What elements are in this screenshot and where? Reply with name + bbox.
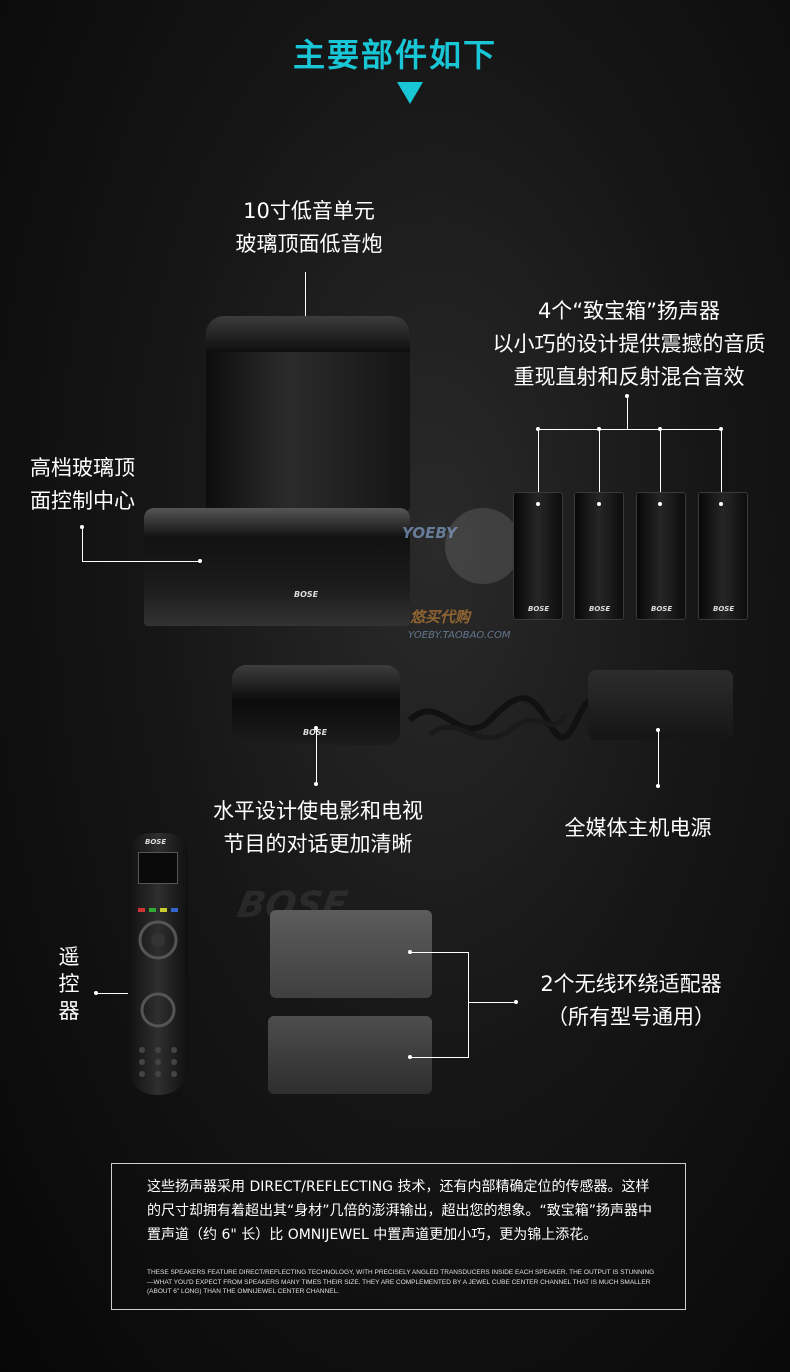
remote-caption-char: 控 (58, 972, 80, 996)
jewel-cube-caption-line: 4个“致宝箱”扬声器 (537, 299, 721, 323)
subwoofer-leader-line (305, 272, 306, 322)
wireless-adapter-image (268, 1016, 432, 1094)
power-supply-leader-dot (656, 784, 660, 788)
watermark-text: 悠买代购 (410, 608, 471, 626)
subwoofer-caption-line: 10寸低音单元 (243, 199, 375, 223)
jewel-cube-leader-line (538, 429, 539, 504)
wireless-adapter-caption-line: （所有型号通用） (547, 1005, 715, 1029)
jewel-cube-speaker-image (513, 492, 563, 620)
remote-caption-char: 器 (58, 999, 80, 1023)
jewel-cube-leader-dot (719, 502, 723, 506)
jewel-cube-brand-logo: BOSE (651, 605, 673, 613)
console-brand-logo: BOSE (294, 590, 319, 599)
jewel-cube-caption: 4个“致宝箱”扬声器 以小巧的设计提供震撼的音质 重现直射和反射混合音效 (455, 295, 790, 394)
center-speaker-caption-line: 节目的对话更加清晰 (223, 832, 413, 856)
watermark-emblem (445, 508, 521, 584)
wireless-adapter-caption-line: 2个无线环绕适配器 (540, 972, 722, 996)
jewel-cube-leader-dot (536, 427, 540, 431)
jewel-cube-leader-dot (658, 502, 662, 506)
jewel-cube-caption-line: 以小巧的设计提供震撼的音质 (492, 332, 766, 356)
console-leader-dot (80, 525, 84, 529)
subwoofer-image (206, 352, 410, 512)
control-console-image (144, 508, 410, 626)
center-speaker-caption: 水平设计使电影和电视 节目的对话更加清晰 (180, 795, 456, 861)
adapter-leader-line (410, 1057, 468, 1058)
center-speaker-leader-dot (314, 726, 318, 730)
power-cable-image (407, 695, 593, 741)
wireless-adapter-image (270, 910, 432, 998)
jewel-cube-brand-logo: BOSE (589, 605, 611, 613)
power-supply-caption: 全媒体主机电源 (564, 816, 712, 840)
jewel-cube-speaker-image (698, 492, 748, 620)
jewel-cube-leader-line (627, 396, 628, 429)
console-leader-line (82, 527, 83, 561)
jewel-cube-brand-logo: BOSE (713, 605, 735, 613)
power-supply-leader-dot (656, 728, 660, 732)
jewel-cube-leader-dot (658, 427, 662, 431)
center-speaker-leader-dot (314, 782, 318, 786)
remote-leader-line (96, 993, 156, 994)
power-supply-leader-line (658, 730, 659, 786)
remote-brand-logo: BOSE (145, 838, 167, 846)
subwoofer-glass-top (206, 316, 410, 356)
jewel-cube-leader-dot (625, 394, 629, 398)
jewel-cube-leader-line (660, 429, 661, 504)
adapter-leader-line (410, 952, 468, 953)
subwoofer-caption: 10寸低音单元 玻璃顶面低音炮 (214, 195, 404, 261)
jewel-cube-leader-line (599, 429, 600, 504)
center-speaker-leader-line (316, 728, 317, 784)
remote-caption: 遥 控 器 (56, 944, 82, 1025)
adapter-leader-dot (514, 1000, 518, 1004)
remote-control-screen (138, 852, 178, 884)
console-caption: 高档玻璃顶 面控制中心 (30, 452, 160, 518)
watermark-text: YOEBY (402, 524, 457, 542)
jewel-cube-leader-dot (719, 427, 723, 431)
watermark-url: YOEBY.TAOBAO.COM (408, 630, 511, 641)
jewel-cube-speaker-image (636, 492, 686, 620)
adapter-leader-line (468, 952, 469, 1058)
description-box (111, 1163, 686, 1310)
heading-down-arrow-icon (397, 82, 423, 104)
section-heading: 主要部件如下 (292, 36, 497, 74)
wireless-adapter-caption: 2个无线环绕适配器 （所有型号通用） (520, 968, 742, 1034)
jewel-cube-speaker-image (574, 492, 624, 620)
adapter-leader-line (468, 1002, 516, 1003)
adapter-leader-dot (408, 950, 412, 954)
center-speaker-caption-line: 水平设计使电影和电视 (213, 799, 423, 823)
console-leader-dot (198, 559, 202, 563)
remote-caption-char: 遥 (58, 945, 80, 969)
jewel-cube-leader-dot (597, 427, 601, 431)
jewel-cube-leader-dot (536, 502, 540, 506)
jewel-cube-leader-line (721, 429, 722, 504)
console-caption-line: 高档玻璃顶 (30, 456, 135, 480)
center-speaker-brand-logo: BOSE (303, 728, 327, 737)
remote-buttons-image (138, 908, 178, 1077)
subwoofer-caption-line: 玻璃顶面低音炮 (235, 232, 383, 256)
jewel-cube-leader-dot (597, 502, 601, 506)
power-supply-image (588, 670, 733, 740)
description-english: THESE SPEAKERS FEATURE DIRECT/REFLECTING… (147, 1269, 655, 1295)
description-chinese: 这些扬声器采用 DIRECT/REFLECTING 技术，还有内部精确定位的传感… (147, 1179, 653, 1243)
jewel-cube-caption-line: 重现直射和反射混合音效 (513, 365, 745, 389)
adapter-leader-dot (408, 1055, 412, 1059)
remote-leader-dot (94, 991, 98, 995)
console-caption-line: 面控制中心 (30, 489, 135, 513)
jewel-cube-brand-logo: BOSE (528, 605, 550, 613)
console-leader-line (82, 561, 200, 562)
jewel-cube-leader-line (538, 429, 722, 430)
